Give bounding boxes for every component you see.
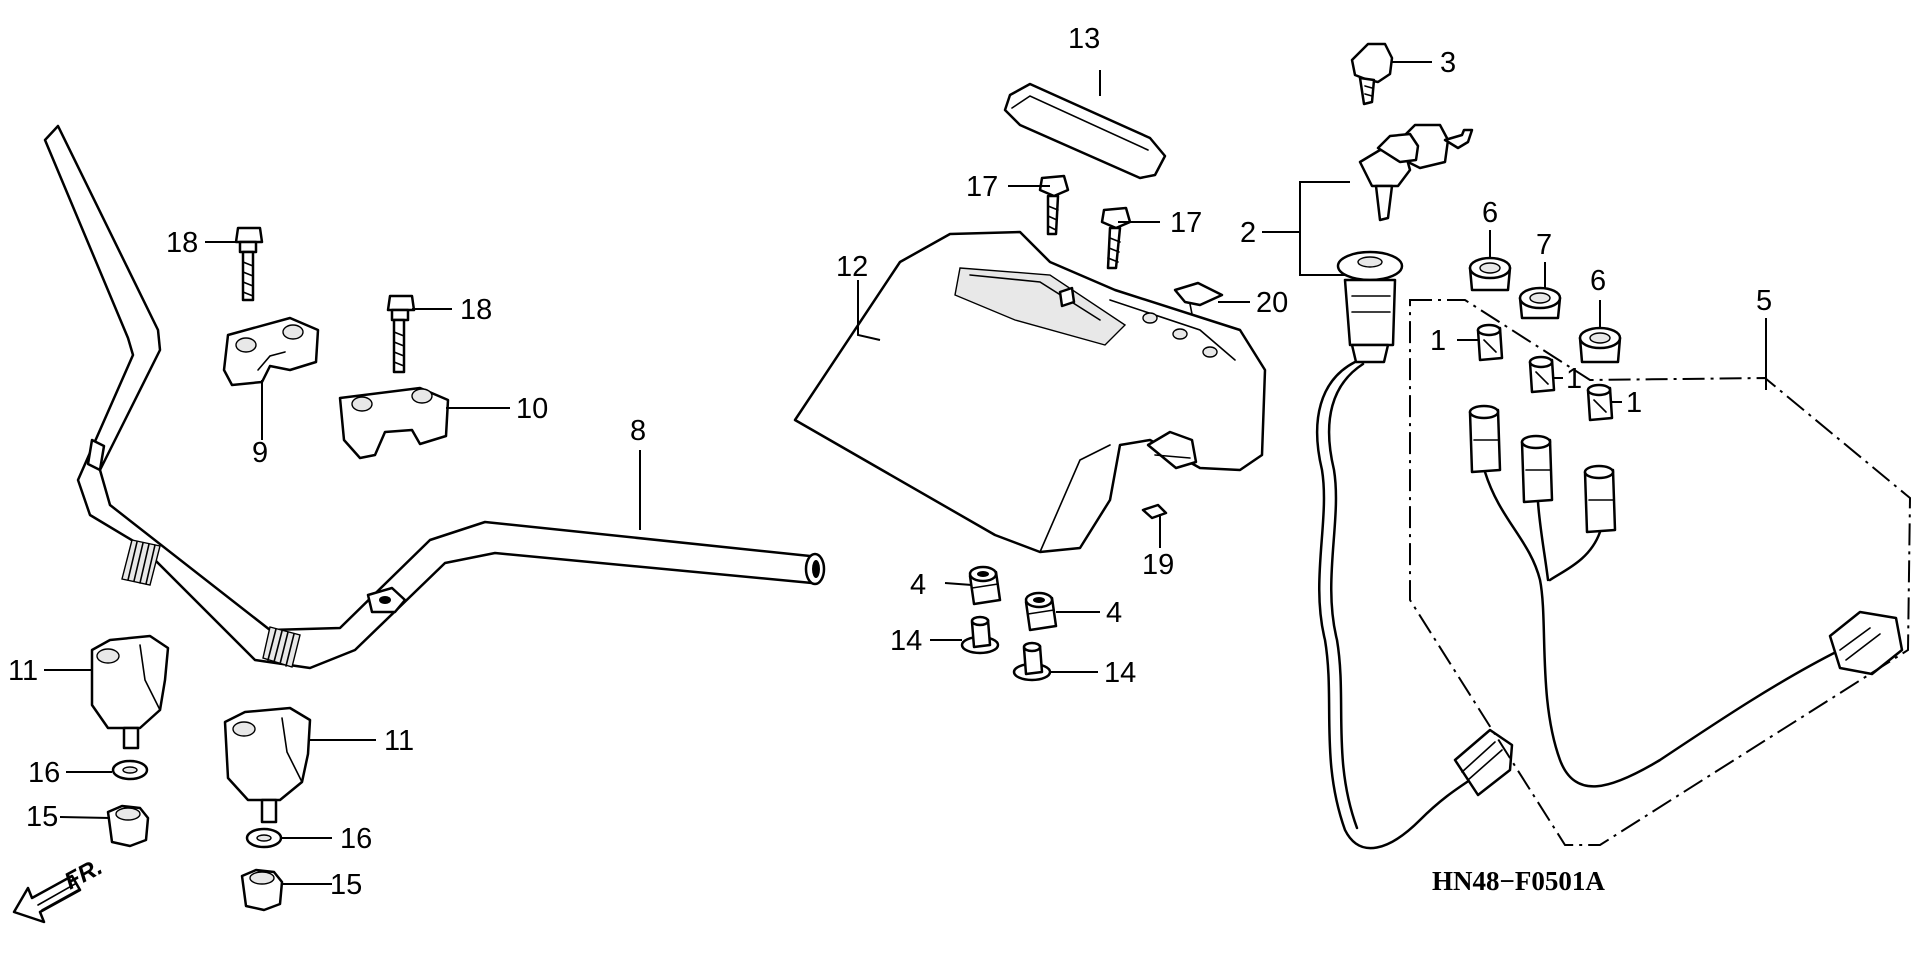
callout-8: 8 <box>630 415 646 447</box>
front-direction-arrow: FR. <box>12 853 107 924</box>
handlebar-upper-holder-10 <box>338 386 450 460</box>
indicator-harness <box>1468 404 1904 788</box>
grommet-4b <box>1024 591 1058 632</box>
callout-4a: 4 <box>910 569 926 601</box>
lens-7 <box>1518 286 1562 320</box>
collar-14b <box>1012 641 1052 682</box>
callout-17a: 17 <box>966 171 998 203</box>
callout-7: 7 <box>1536 229 1552 261</box>
lens-6a <box>1468 256 1512 292</box>
washer-16a <box>111 759 149 781</box>
handlebar-lower-holder-11b <box>223 706 312 824</box>
callout-13: 13 <box>1068 23 1100 55</box>
callout-5: 5 <box>1756 285 1772 317</box>
callout-14a: 14 <box>890 625 922 657</box>
washer-16b <box>245 827 283 849</box>
callout-3: 3 <box>1440 47 1456 79</box>
ignition-switch <box>1336 250 1404 364</box>
callout-11a: 11 <box>8 655 38 687</box>
callout-16a: 16 <box>28 757 60 789</box>
callout-20: 20 <box>1256 287 1288 319</box>
assembly-outline-5 <box>1409 299 1912 846</box>
callout-1b: 1 <box>1566 363 1582 395</box>
clip-20 <box>1173 281 1224 315</box>
key-3 <box>1350 42 1394 106</box>
callout-10: 10 <box>516 393 548 425</box>
nut-15b <box>240 868 284 912</box>
callout-1c: 1 <box>1626 387 1642 419</box>
callout-19: 19 <box>1142 549 1174 581</box>
callout-labels: 13 3 17 17 2 12 20 19 4 4 14 14 18 18 9 … <box>8 23 1772 901</box>
bolt-18a <box>234 226 264 302</box>
callout-14b: 14 <box>1104 657 1136 689</box>
callout-1a: 1 <box>1430 325 1446 357</box>
handlebar-lower-holder-11a <box>90 634 170 750</box>
callout-2: 2 <box>1240 217 1256 249</box>
callout-15a: 15 <box>26 801 58 833</box>
handlebar <box>43 124 826 670</box>
nut-15a <box>106 804 150 848</box>
callout-18b: 18 <box>460 294 492 326</box>
indicator-lid <box>1003 82 1167 180</box>
callout-12: 12 <box>836 251 868 283</box>
bulb-1a <box>1476 323 1504 362</box>
diagram-code: HN48−F0501A <box>1432 866 1605 896</box>
bulb-1c <box>1586 383 1614 422</box>
screw-17a <box>1038 174 1070 236</box>
handlebar-upper-holder-9 <box>222 316 320 387</box>
leader-lines <box>44 61 1767 885</box>
handlebar-cover <box>793 230 1267 554</box>
callout-4b: 4 <box>1106 597 1122 629</box>
callout-11b: 11 <box>384 725 414 757</box>
screw-17b <box>1100 206 1132 270</box>
callout-17b: 17 <box>1170 207 1202 239</box>
key-set-2 <box>1358 123 1474 222</box>
switch-harness <box>1315 360 1514 850</box>
grommet-4a <box>968 565 1002 606</box>
bolt-18b <box>386 294 416 374</box>
callout-9: 9 <box>252 437 268 469</box>
callout-18a: 18 <box>166 227 198 259</box>
bracket-2 <box>1262 181 1350 276</box>
bulb-1b <box>1528 355 1556 394</box>
callout-16b: 16 <box>340 823 372 855</box>
collar-14a <box>960 615 1000 655</box>
callout-6a: 6 <box>1482 197 1498 229</box>
washer-19 <box>1141 503 1168 520</box>
callout-15b: 15 <box>330 869 362 901</box>
lens-6b <box>1578 326 1622 364</box>
callout-6b: 6 <box>1590 265 1606 297</box>
